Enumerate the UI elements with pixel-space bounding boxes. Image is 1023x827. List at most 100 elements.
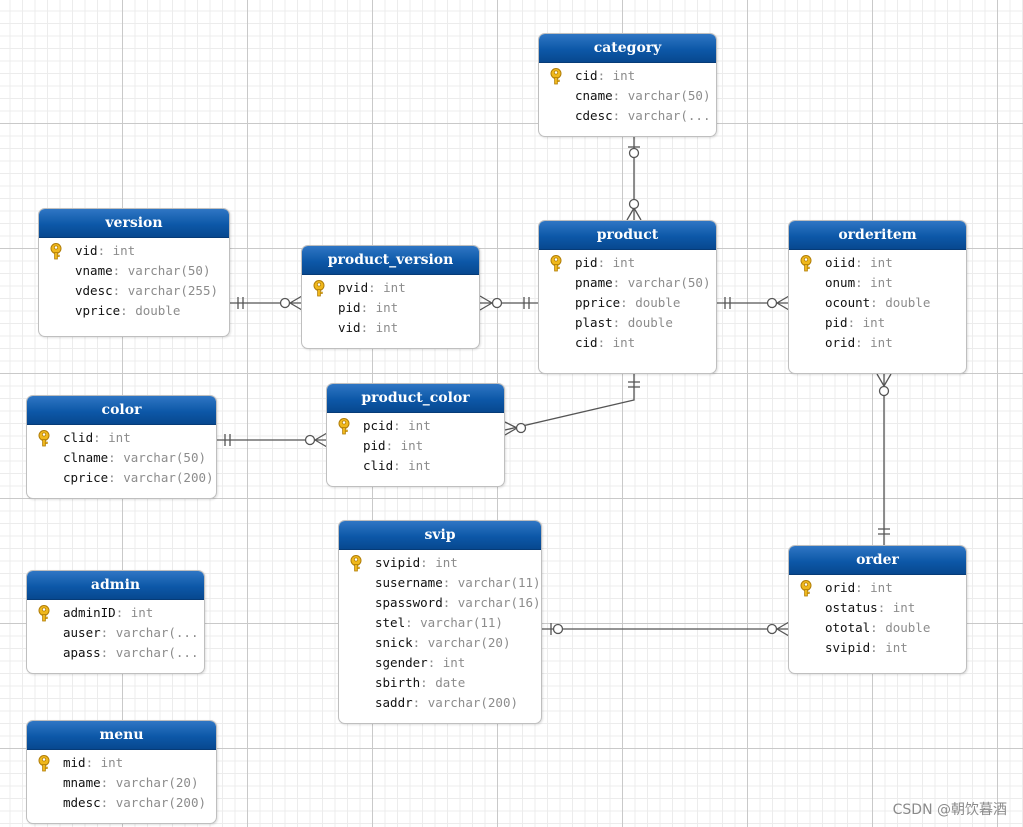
field-row[interactable]: cprice: varchar(200)	[27, 468, 216, 488]
rel-category-product	[626, 137, 642, 221]
field-name: vdesc	[75, 283, 113, 298]
field-row[interactable]: mid: int	[27, 753, 216, 773]
field-type: : varchar(...	[612, 108, 711, 123]
field-row[interactable]: mname: varchar(20)	[27, 773, 216, 793]
field-row[interactable]: orid: int	[789, 578, 966, 598]
field-row[interactable]: pvid: int	[302, 278, 479, 298]
field-name: cid	[575, 335, 598, 350]
field-row[interactable]: plast: double	[539, 313, 716, 333]
field-row[interactable]: oiid: int	[789, 253, 966, 273]
field-type: : varchar(200)	[100, 795, 206, 810]
field-type: : int	[855, 275, 893, 290]
field-type: : int	[93, 430, 131, 445]
field-row[interactable]: pname: varchar(50)	[539, 273, 716, 293]
field-name: pcid	[363, 418, 394, 433]
field-row[interactable]: vprice: double	[39, 301, 229, 321]
field-type: : int	[85, 755, 124, 770]
primary-key-icon	[798, 255, 814, 272]
field-type: : varchar(255)	[112, 283, 218, 298]
field-type: : int	[877, 600, 916, 615]
field-row[interactable]: vdesc: varchar(255)	[39, 281, 229, 301]
field-type: : varchar(20)	[100, 775, 199, 790]
field-type: : double	[612, 315, 673, 330]
field-name: cname	[575, 88, 613, 103]
field-name: adminID	[63, 605, 116, 620]
field-name: mname	[63, 775, 101, 790]
rel-product-product-color	[504, 374, 640, 436]
field-name: pname	[575, 275, 613, 290]
field-row[interactable]: pid: int	[789, 313, 966, 333]
field-row[interactable]: vname: varchar(50)	[39, 261, 229, 281]
field-row[interactable]: orid: int	[789, 333, 966, 353]
field-row[interactable]: cname: varchar(50)	[539, 86, 716, 106]
field-type: : varchar(50)	[112, 263, 211, 278]
rel-version-product-version	[230, 295, 303, 311]
field-type: : varchar(200)	[412, 695, 518, 710]
field-name: stel	[375, 615, 406, 630]
field-row[interactable]: cid: int	[539, 333, 716, 353]
field-row[interactable]: saddr: varchar(200)	[339, 693, 541, 713]
rel-orderitem-order	[876, 373, 892, 546]
field-row[interactable]: pid: int	[302, 298, 479, 318]
field-row[interactable]: cid: int	[539, 66, 716, 86]
field-row[interactable]: pcid: int	[327, 416, 504, 436]
field-row[interactable]: svipid: int	[339, 553, 541, 573]
field-row[interactable]: adminID: int	[27, 603, 204, 623]
field-row[interactable]: onum: int	[789, 273, 966, 293]
field-row[interactable]: pid: int	[327, 436, 504, 456]
field-row[interactable]: pprice: double	[539, 293, 716, 313]
field-row[interactable]: vid: int	[39, 241, 229, 261]
field-row[interactable]: vid: int	[302, 318, 479, 338]
primary-key-icon	[48, 243, 64, 260]
field-row[interactable]: ostatus: int	[789, 598, 966, 618]
field-row[interactable]: ototal: double	[789, 618, 966, 638]
field-row[interactable]: sgender: int	[339, 653, 541, 673]
field-type: : int	[870, 640, 908, 655]
field-row[interactable]: cdesc: varchar(...	[539, 106, 716, 126]
field-row[interactable]: snick: varchar(20)	[339, 633, 541, 653]
field-row[interactable]: mdesc: varchar(200)	[27, 793, 216, 813]
field-row[interactable]: stel: varchar(11)	[339, 613, 541, 633]
field-row[interactable]: apass: varchar(...	[27, 643, 204, 663]
field-name: auser	[63, 625, 101, 640]
entity-title: product_color	[327, 384, 504, 413]
field-row[interactable]: svipid: int	[789, 638, 966, 658]
field-row[interactable]: susername: varchar(11)	[339, 573, 541, 593]
primary-key-icon	[36, 430, 52, 447]
field-name: cprice	[63, 470, 109, 485]
field-name: vprice	[75, 303, 121, 318]
rel-color-product-color	[217, 432, 328, 448]
field-name: orid	[825, 335, 856, 350]
field-type: : double	[620, 295, 681, 310]
entity-title: admin	[27, 571, 204, 600]
field-row[interactable]: clname: varchar(50)	[27, 448, 216, 468]
rel-product-orderitem	[717, 295, 790, 311]
field-row[interactable]: clid: int	[27, 428, 216, 448]
field-type: : varchar(50)	[108, 450, 206, 465]
field-row[interactable]: sbirth: date	[339, 673, 541, 693]
field-type: : varchar(11)	[405, 615, 503, 630]
field-row[interactable]: spassword: varchar(16)	[339, 593, 541, 613]
field-type: : double	[120, 303, 181, 318]
field-name: clid	[363, 458, 394, 473]
field-row[interactable]: auser: varchar(...	[27, 623, 204, 643]
field-row[interactable]: clid: int	[327, 456, 504, 476]
field-row[interactable]: pid: int	[539, 253, 716, 273]
field-type: : int	[597, 335, 636, 350]
rel-product-version-product	[479, 295, 539, 311]
field-row[interactable]: ocount: double	[789, 293, 966, 313]
